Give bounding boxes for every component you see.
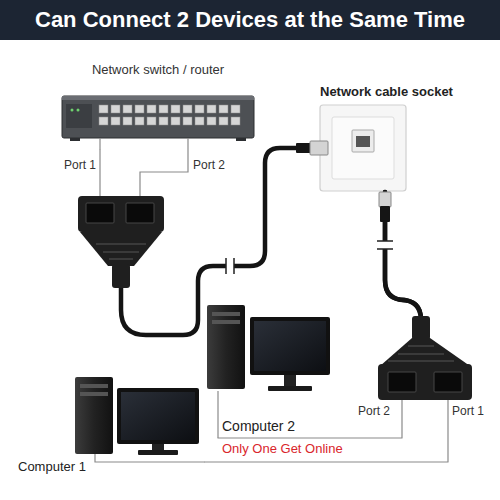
plug-boot <box>296 143 311 153</box>
drive-bay <box>80 384 108 388</box>
node-note: Only One Get Online <box>222 441 343 457</box>
splitter-taper <box>80 232 162 266</box>
monitor-screen <box>121 392 195 440</box>
node-label: Computer 2 <box>222 418 295 435</box>
lead-line <box>95 454 205 462</box>
splitter-taper <box>380 338 470 366</box>
computer-node: Computer 2 Only One Get Online <box>218 300 368 458</box>
cable-break <box>226 258 234 274</box>
port-label: Port 1 <box>64 158 96 172</box>
rj45-plug <box>310 141 328 155</box>
monitor <box>117 388 199 444</box>
monitor-stand <box>284 375 296 387</box>
monitor-stand <box>152 444 164 451</box>
network-cable <box>205 192 448 462</box>
node-label: Computer 1 <box>18 459 86 475</box>
thin-link <box>99 150 100 200</box>
monitor-base <box>268 386 312 391</box>
cable-break <box>226 258 234 274</box>
thin-link <box>218 396 402 438</box>
splitter-port <box>86 203 114 223</box>
drive-bay <box>80 392 108 396</box>
node-label: Network cable socket <box>320 84 453 100</box>
splitter-ribs <box>96 244 146 259</box>
rj45-plug <box>379 192 391 207</box>
network-cable <box>218 192 421 438</box>
switch-foot <box>70 138 80 141</box>
socket-plate <box>320 105 406 191</box>
cable-break <box>377 241 393 249</box>
switch-node: Network switch / router <box>58 60 258 150</box>
thin-link <box>205 396 448 462</box>
pc-tower <box>75 377 113 454</box>
plug-boot <box>380 206 390 222</box>
splitter-port <box>388 372 416 392</box>
computer-node: Computer 1 <box>15 372 205 480</box>
port-line <box>140 138 188 200</box>
monitor-base <box>138 450 178 455</box>
socket-opening <box>356 136 370 147</box>
switch-panel <box>66 104 92 128</box>
splitter-body <box>78 196 164 232</box>
port-line <box>99 138 100 150</box>
port-label: Port 1 <box>452 404 484 418</box>
splitter-port <box>434 372 462 392</box>
drive-bay <box>212 320 240 324</box>
monitor-screen <box>254 321 326 371</box>
socket-inner <box>332 117 394 179</box>
splitter-port <box>126 203 154 223</box>
switch-foot <box>236 138 246 141</box>
splitter-body <box>378 364 472 400</box>
node-label: Network switch / router <box>58 62 258 78</box>
title-banner <box>0 0 500 40</box>
socket-node: Network cable socket <box>318 82 483 192</box>
splitter-ribs <box>388 346 454 361</box>
monitor <box>250 317 330 375</box>
switch-top <box>62 96 254 100</box>
switch-led <box>71 109 74 112</box>
socket-jack <box>352 130 374 152</box>
switch-ports <box>98 104 242 128</box>
splitter-neck <box>112 264 130 288</box>
splitter-neck <box>412 316 430 340</box>
drive-bay <box>212 312 240 316</box>
lead-line <box>217 391 218 438</box>
title-text: Can Connect 2 Devices at the Same Time <box>0 0 500 40</box>
cable-break <box>377 241 393 249</box>
switch-body <box>62 96 254 138</box>
port-label: Port 2 <box>193 158 225 172</box>
pc-tower <box>207 305 245 389</box>
port-label: Port 2 <box>358 404 390 418</box>
switch-led <box>77 109 80 112</box>
